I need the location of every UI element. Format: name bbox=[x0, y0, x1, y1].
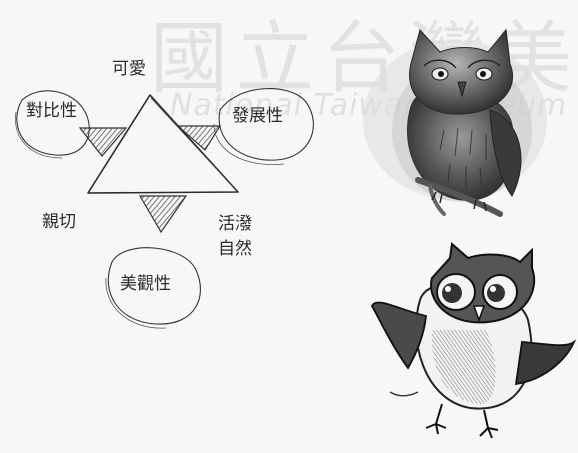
label-top: 可愛 bbox=[112, 59, 146, 79]
upper-left-circle bbox=[16, 90, 90, 156]
bottom-shaded-triangle bbox=[138, 195, 188, 234]
triangle-diagram: 可愛 對比性 發展性 親切 美觀性 活潑 自然 bbox=[15, 59, 314, 329]
bottom-circle bbox=[107, 247, 201, 325]
right-shaded-triangle bbox=[176, 125, 222, 151]
label-lower-right-2: 自然 bbox=[218, 239, 252, 259]
upper-right-circle bbox=[218, 88, 314, 161]
label-bottom: 美觀性 bbox=[120, 274, 171, 294]
main-triangle bbox=[87, 94, 239, 194]
left-shaded-triangle bbox=[78, 127, 128, 157]
label-lower-right-1: 活潑 bbox=[218, 214, 252, 234]
label-upper-right: 發展性 bbox=[232, 106, 283, 126]
label-upper-left: 對比性 bbox=[26, 101, 77, 121]
cartoon-owl-sketch bbox=[371, 242, 577, 439]
realistic-owl-illustration bbox=[363, 28, 547, 217]
label-left: 親切 bbox=[42, 212, 76, 232]
